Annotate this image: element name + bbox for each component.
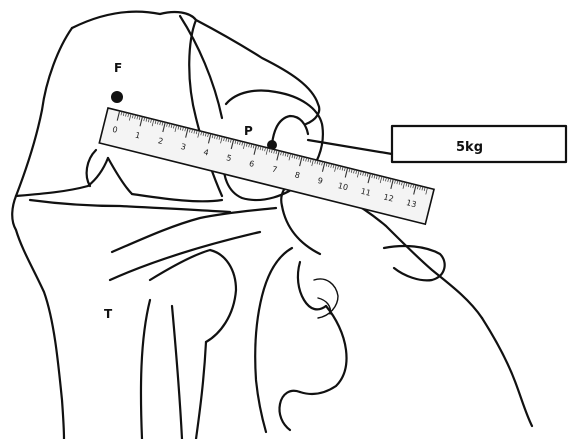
weight-box: 5kg [392, 126, 566, 162]
femur-label: F [114, 61, 122, 75]
femur-point [111, 91, 123, 103]
tibia-outline [12, 196, 276, 439]
tibia-label: T [104, 307, 113, 321]
examiner-hand [255, 181, 532, 432]
patella-label: P [244, 124, 253, 138]
weight-label: 5kg [456, 140, 483, 155]
